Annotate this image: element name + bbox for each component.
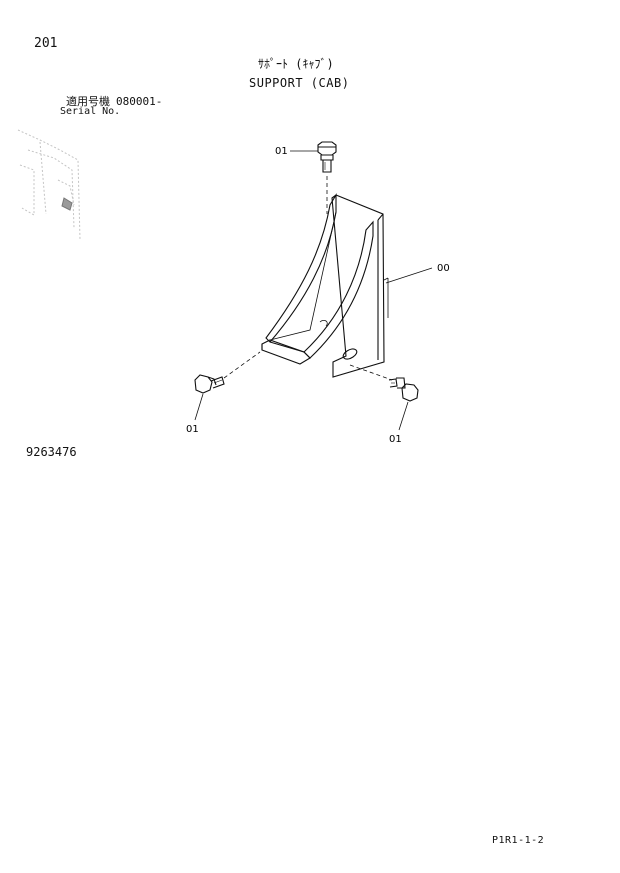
- callout-bolt-right: 01: [389, 434, 402, 445]
- bolt-right-axis: [349, 364, 393, 381]
- title-english: SUPPORT (CAB): [249, 76, 350, 90]
- callout-bolt-top: 01: [275, 146, 288, 157]
- bolt-top-icon: [317, 141, 337, 173]
- page-code: P1R1-1-2: [492, 835, 545, 846]
- leader-bolt-right: [398, 401, 409, 431]
- leader-bracket: [385, 267, 433, 284]
- title-japanese: ｻﾎﾟｰﾄ (ｷｬﾌﾞ): [258, 57, 334, 71]
- support-bracket-icon: [261, 193, 389, 378]
- callout-bracket: 00: [437, 263, 450, 274]
- drawing-number: 9263476: [26, 445, 77, 459]
- callout-bolt-left: 01: [186, 424, 199, 435]
- bolt-left-axis: [223, 351, 261, 379]
- serial-number-value: 080001-: [116, 95, 163, 108]
- locator-thumbnail: [17, 129, 81, 241]
- serial-label-japanese: 適用号機: [66, 95, 110, 108]
- bolt-left-icon: [194, 374, 225, 394]
- serial-label-english: Serial No.: [60, 106, 121, 117]
- page-number: 201: [34, 36, 58, 51]
- leader-bolt-left: [194, 393, 204, 421]
- bolt-right-icon: [388, 377, 419, 402]
